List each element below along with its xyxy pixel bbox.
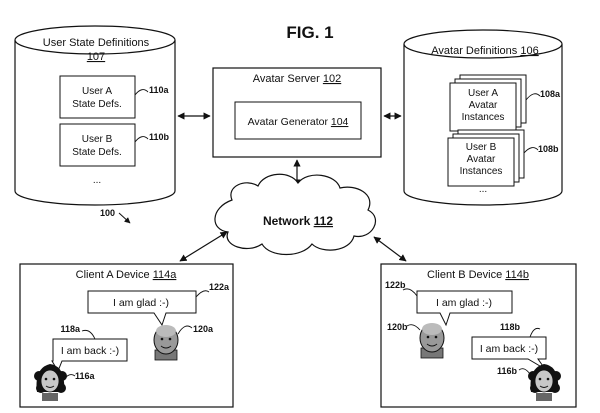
leader-118a [81, 329, 96, 340]
avatar-generator-label: Avatar Generator 104 [248, 116, 349, 128]
user-b-state-defs-box: User B State Defs. [59, 123, 136, 167]
leader-108a [525, 93, 541, 101]
ref-118a: 118a [60, 324, 81, 334]
ref-120a: 120a [193, 324, 214, 334]
client-a-title: Client A Device 114a [76, 269, 178, 281]
user-state-definitions-ref: 107 [87, 51, 105, 63]
ref-110b: 110b [149, 132, 170, 142]
user-a-state-defs-box: User A State Defs. [59, 75, 136, 119]
user-state-definitions-title: User State Definitions [43, 37, 150, 49]
avatar-server-box: Avatar Server 102 Avatar Generator 104 [212, 67, 382, 158]
leader-122b [402, 288, 418, 297]
user-b-avatar-line1: User B [466, 142, 497, 153]
client-b-glad-text: I am glad :-) [436, 297, 492, 309]
client-b-glad-bubble [416, 290, 513, 327]
client-a-glad-text: I am glad :-) [113, 297, 169, 309]
arrow-100 [118, 212, 131, 224]
client-a-back-bubble [51, 338, 128, 373]
leader-110b [134, 136, 149, 143]
user-a-avatar-line1: User A [468, 88, 498, 99]
client-b-device: Client B Device 114b I am glad :-) 122b … [380, 263, 577, 408]
client-a-hair-avatar [34, 364, 67, 401]
leader-122a [195, 290, 210, 298]
user-b-state-defs-line2: State Defs. [72, 147, 121, 158]
figure-title: FIG. 1 [286, 23, 333, 42]
client-a-back-text: I am back :-) [61, 345, 119, 357]
ref-116b: 116b [497, 366, 518, 376]
client-a-bald-avatar [153, 325, 179, 361]
avatar-definitions-title: Avatar Definitions 106 [431, 45, 538, 57]
user-a-state-defs-line2: State Defs. [72, 99, 121, 110]
ref-110a: 110a [149, 85, 170, 95]
leader-120a [177, 325, 193, 335]
user-a-avatar-line2: Avatar [469, 100, 498, 111]
ref-118b: 118b [500, 322, 521, 332]
user-b-avatar-line2: Avatar [467, 154, 496, 165]
ref-122a: 122a [209, 282, 230, 292]
client-b-bald-avatar [419, 323, 445, 359]
ref-120b: 120b [387, 322, 408, 332]
avatar-definitions-ellipsis: ... [479, 184, 487, 195]
user-state-definitions-database: User State Definitions 107 User A State … [14, 25, 176, 206]
user-a-avatar-line3: Instances [462, 112, 505, 123]
leader-118b [529, 327, 541, 338]
ref-100: 100 [100, 208, 115, 218]
arrow-network-to-client-a [179, 231, 228, 262]
avatar-definitions-database: Avatar Definitions 106 User A Avatar Ins… [403, 29, 563, 206]
ref-108a: 108a [540, 89, 561, 99]
user-a-state-defs-line1: User A [82, 86, 112, 97]
ref-122b: 122b [385, 280, 406, 290]
user-state-definitions-ellipsis: ... [93, 175, 101, 186]
network-cloud: Network 112 [214, 173, 376, 255]
client-b-back-text: I am back :-) [480, 343, 538, 355]
leader-110a [134, 89, 149, 96]
client-b-hair-avatar [528, 364, 561, 401]
avatar-server-title: Avatar Server 102 [253, 73, 341, 85]
leader-108b [523, 147, 539, 154]
leader-120b [406, 324, 421, 331]
network-label: Network 112 [263, 214, 333, 228]
user-b-avatar-instances-stack: User B Avatar Instances [447, 129, 525, 187]
client-a-device: Client A Device 114a I am glad :-) 122a … [19, 263, 234, 408]
arrow-network-to-client-b [373, 236, 407, 262]
avatar-generator-box: Avatar Generator 104 [234, 101, 362, 140]
user-b-state-defs-line1: User B [82, 134, 113, 145]
leader-116b [518, 368, 531, 375]
user-b-avatar-line3: Instances [460, 166, 503, 177]
leader-116a [63, 374, 76, 380]
ref-116a: 116a [75, 371, 96, 381]
client-b-title: Client B Device 114b [427, 269, 529, 281]
client-b-back-bubble [471, 336, 547, 370]
ref-108b: 108b [538, 144, 559, 154]
client-a-glad-bubble [87, 290, 197, 327]
user-a-avatar-instances-stack: User A Avatar Instances [449, 74, 527, 132]
